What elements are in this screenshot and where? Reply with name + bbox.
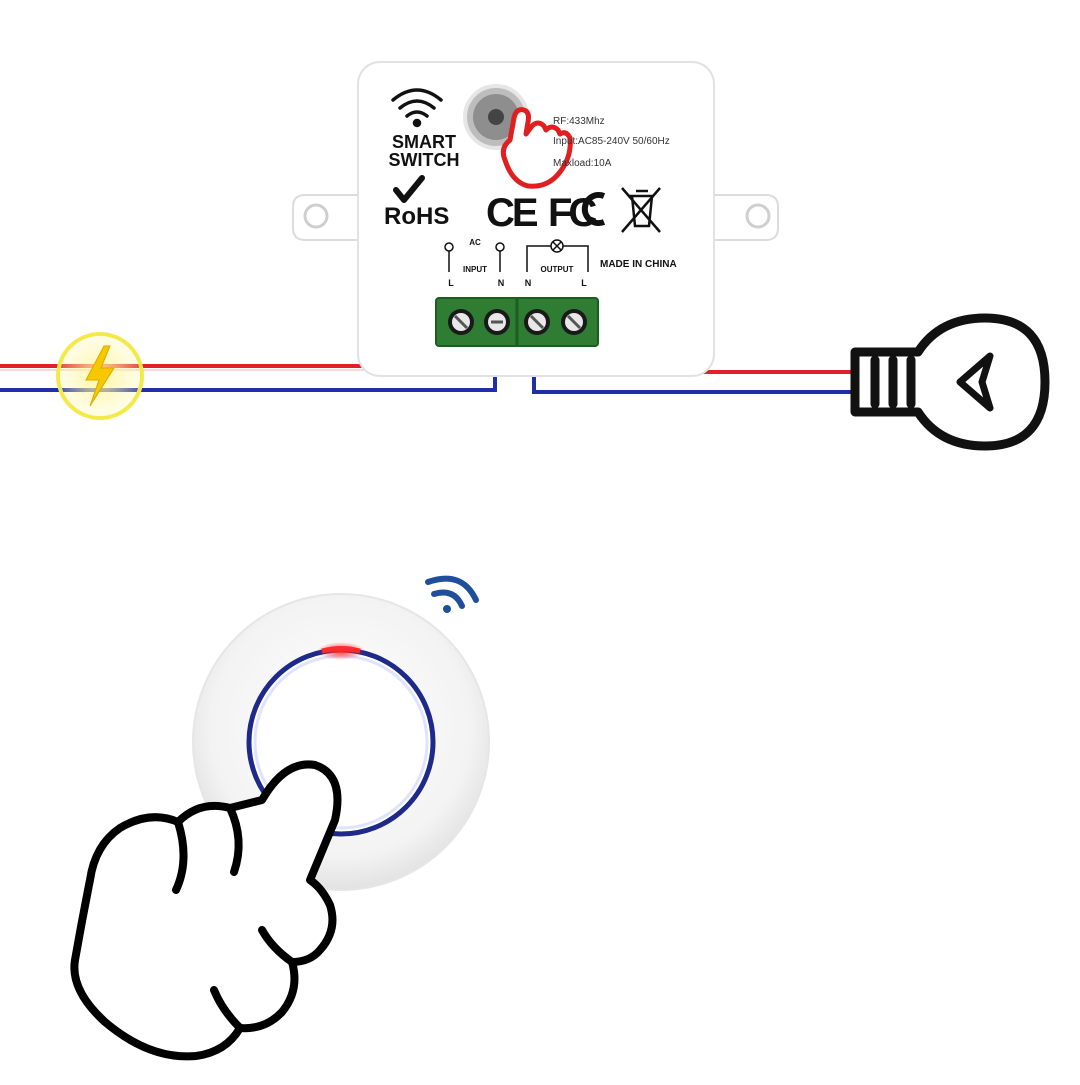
power-source <box>56 332 144 420</box>
terminal-screw-output-n[interactable] <box>524 309 550 335</box>
pressing-hand-icon <box>70 760 342 1061</box>
wifi-icon <box>391 88 443 128</box>
rohs-mark: RoHS <box>384 203 449 230</box>
switch-module: SMART SWITCH RF:433Mhz Input:AC85-240V 5… <box>292 61 779 377</box>
terminal-block <box>435 297 599 347</box>
input-l-label: L <box>448 278 454 288</box>
output-n-label: N <box>525 278 532 288</box>
output-l-label: L <box>581 278 587 288</box>
made-in-label: MADE IN CHINA <box>600 259 677 270</box>
input-label: INPUT <box>463 265 487 274</box>
output-label: OUTPUT <box>541 265 574 274</box>
spec-maxload: Maxload:10A <box>553 158 612 169</box>
terminal-screw-input-n[interactable] <box>484 309 510 335</box>
ce-mark: CE <box>486 191 538 235</box>
checkmark-icon <box>393 175 425 203</box>
terminal-schematic <box>444 239 589 272</box>
terminal-screw-output-l[interactable] <box>561 309 587 335</box>
input-n-label: N <box>498 278 505 288</box>
lightning-icon <box>85 345 115 407</box>
hand-pointer-icon <box>500 107 573 189</box>
brand-line2: SWITCH <box>389 150 460 170</box>
spec-rf: RF:433Mhz <box>553 116 605 127</box>
spec-input: Input:AC85-240V 50/60Hz <box>553 136 670 147</box>
brand-line1: SMART <box>392 132 456 152</box>
terminal-screw-input-l[interactable] <box>448 309 474 335</box>
fcc-c <box>581 192 606 226</box>
ac-label: AC <box>469 238 481 247</box>
remote-wifi-icon <box>425 575 479 613</box>
lamp-icon <box>850 313 1050 451</box>
weee-bin-icon <box>621 187 661 233</box>
